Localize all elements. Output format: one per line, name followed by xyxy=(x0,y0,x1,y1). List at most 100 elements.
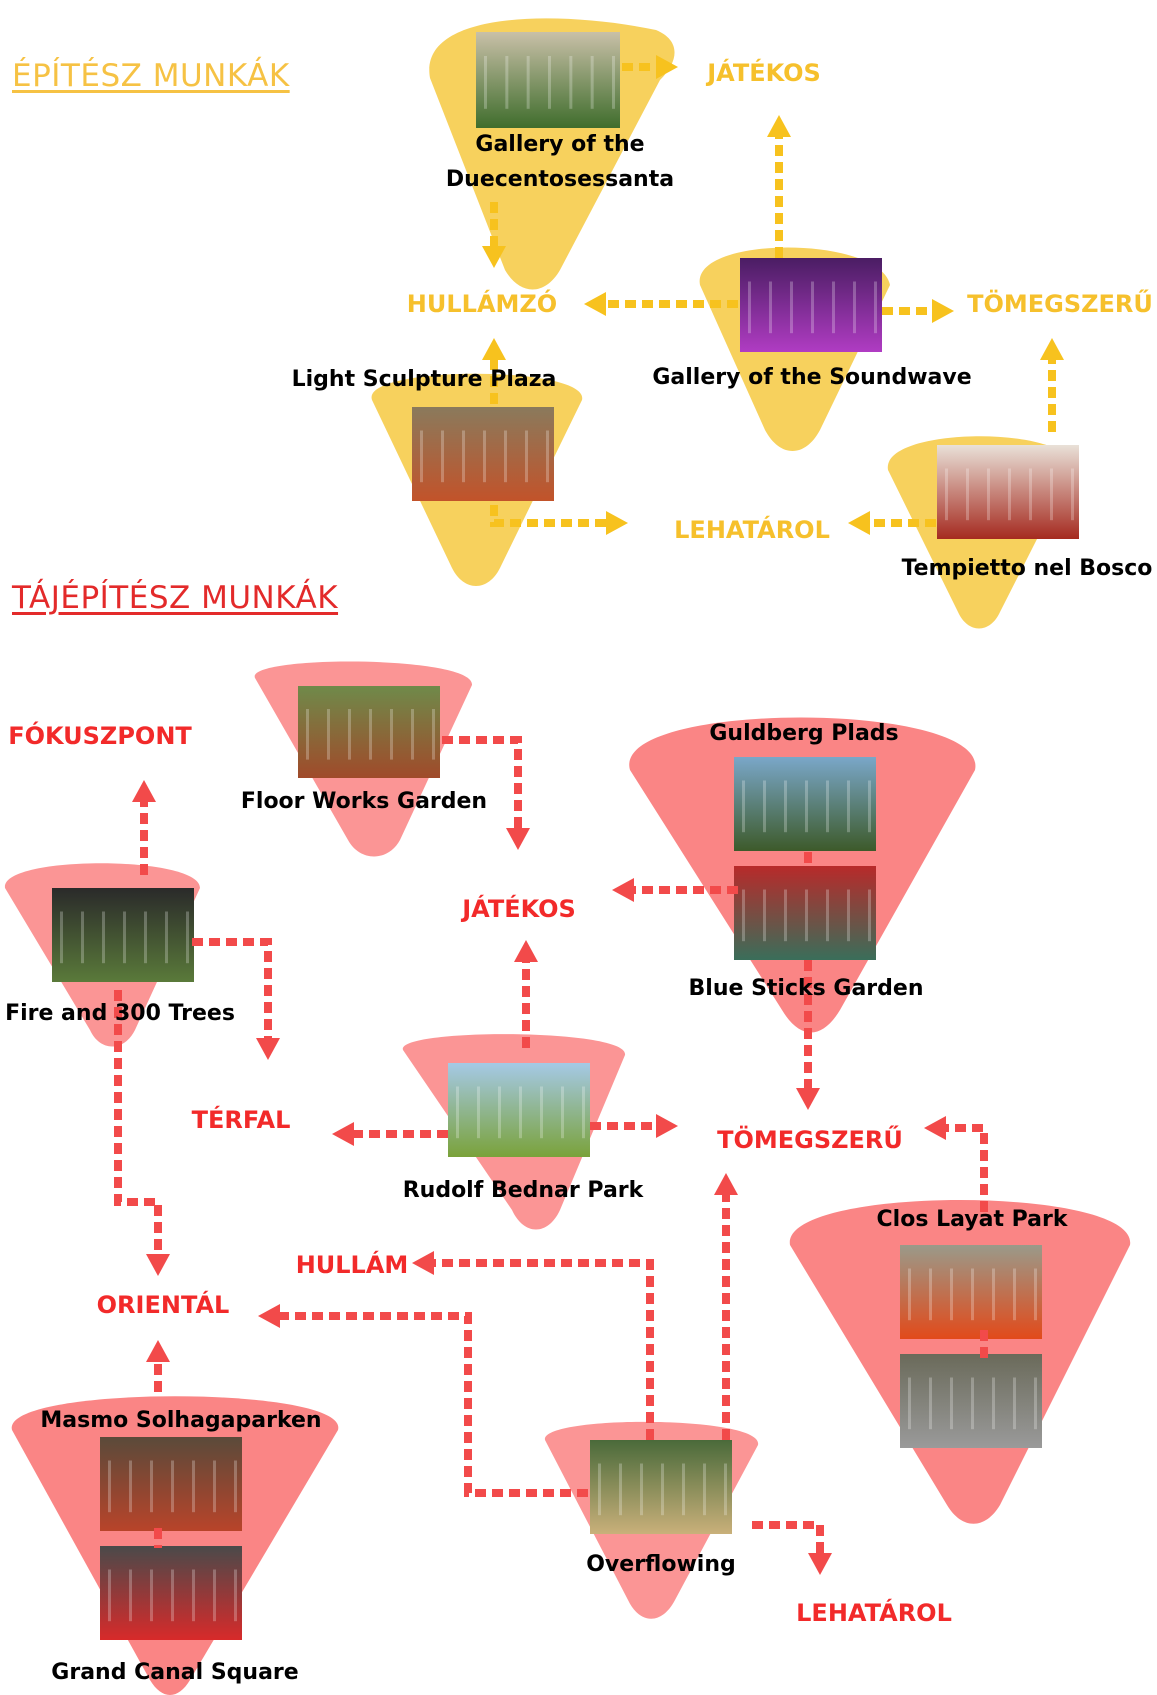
photo-detail xyxy=(742,780,745,833)
photo-detail xyxy=(847,889,850,942)
arrow-overflowing-hullam xyxy=(412,1251,654,1440)
photo-detail xyxy=(369,709,372,760)
photo-detail xyxy=(234,1569,237,1622)
photo-detail xyxy=(929,1268,932,1321)
photo-detail xyxy=(661,1463,664,1516)
photo-detail xyxy=(929,1377,932,1430)
label-bluesticks: Blue Sticks Garden xyxy=(689,976,924,1001)
photo-detail xyxy=(186,911,189,964)
photo-icon xyxy=(298,686,440,778)
category-jatekos-arch: JÁTÉKOS xyxy=(705,58,821,87)
photo-detail xyxy=(847,780,850,833)
photo-detail xyxy=(192,1569,195,1622)
label-duecento-line2: Duecentosessanta xyxy=(446,167,674,192)
photo-detail xyxy=(525,430,528,483)
photo-detail xyxy=(144,911,147,964)
photo-detail xyxy=(945,468,948,521)
photo-icon xyxy=(476,32,620,128)
label-duecento-line1: Gallery of the xyxy=(475,132,644,157)
photo-icon xyxy=(734,866,876,960)
photo-detail xyxy=(411,709,414,760)
photo-detail xyxy=(826,889,829,942)
photo-detail xyxy=(992,1377,995,1430)
photo-detail xyxy=(1029,468,1032,521)
label-grandcanal: Grand Canal Square xyxy=(51,1660,298,1685)
photo-detail xyxy=(108,1569,111,1622)
category-tomegszeru-arch: TÖMEGSZERŰ xyxy=(967,288,1153,318)
photo-detail xyxy=(908,1268,911,1321)
photo-detail xyxy=(129,1569,132,1622)
photo-detail xyxy=(526,56,530,109)
photo-detail xyxy=(1034,1268,1037,1321)
photo-detail xyxy=(598,1463,601,1516)
label-soundwave: Gallery of the Soundwave xyxy=(652,365,971,390)
photo-detail xyxy=(811,281,814,334)
landscape-arrows xyxy=(114,736,988,1575)
photo-detail xyxy=(171,1569,174,1622)
grandcanal-photo xyxy=(100,1546,242,1640)
architecture-arrows xyxy=(482,55,1064,535)
photo-detail xyxy=(192,1460,195,1513)
shape-masmo xyxy=(11,1396,339,1695)
photo-detail xyxy=(742,889,745,942)
photo-detail xyxy=(612,56,615,109)
category-orientál: ORIENTÁL xyxy=(97,1290,230,1319)
photo-detail xyxy=(763,780,766,833)
photo-detail xyxy=(102,911,105,964)
photo-detail xyxy=(150,1569,153,1622)
arrow-overflowing-orientál xyxy=(258,1304,588,1497)
photo-detail xyxy=(569,56,573,109)
photo-detail xyxy=(420,430,423,483)
photo-detail xyxy=(971,1268,974,1321)
category-tomegszeru-land: TÖMEGSZERŰ xyxy=(717,1124,903,1154)
label-floorworks: Floor Works Garden xyxy=(241,789,487,814)
photo-detail xyxy=(390,709,393,760)
arrow-overflowing-lehatarol xyxy=(752,1521,832,1575)
category-jatekos-land: JÁTÉKOS xyxy=(460,894,576,923)
category-terfal: TÉRFAL xyxy=(192,1105,291,1134)
photo-detail xyxy=(868,889,871,942)
photo-detail xyxy=(805,780,808,833)
photo-detail xyxy=(441,430,444,483)
photo-icon xyxy=(100,1546,242,1640)
photo-detail xyxy=(81,911,84,964)
lightplaza-photo xyxy=(412,407,554,501)
photo-detail xyxy=(150,1460,153,1513)
fire300-photo xyxy=(52,888,194,982)
photo-detail xyxy=(505,56,509,109)
photo-detail xyxy=(432,709,435,760)
photo-detail xyxy=(826,780,829,833)
label-masmo: Masmo Solhagaparken xyxy=(40,1408,321,1433)
closlayat-photo1 xyxy=(900,1245,1042,1339)
label-overflowing: Overflowing xyxy=(586,1552,736,1577)
photo-detail xyxy=(805,889,808,942)
photo-detail xyxy=(483,430,486,483)
photo-detail xyxy=(462,430,465,483)
photo-icon xyxy=(448,1063,590,1157)
photo-detail xyxy=(519,1086,522,1139)
photo-detail xyxy=(108,1460,111,1513)
photo-detail xyxy=(327,709,330,760)
duecento-photo xyxy=(476,32,620,128)
photo-detail xyxy=(456,1086,459,1139)
floorworks-photo xyxy=(298,686,440,778)
photo-icon xyxy=(937,445,1079,539)
photo-detail xyxy=(171,1460,174,1513)
photo-detail xyxy=(784,889,787,942)
closlayat-photo2 xyxy=(900,1354,1042,1448)
photo-detail xyxy=(971,1377,974,1430)
photo-detail xyxy=(832,281,835,334)
photo-detail xyxy=(784,780,787,833)
masmo-photo xyxy=(100,1437,242,1531)
photo-detail xyxy=(790,281,793,334)
overflowing-photo xyxy=(590,1440,732,1534)
photo-detail xyxy=(546,430,549,483)
category-hullamzo-arch: HULLÁMZÓ xyxy=(407,288,557,318)
photo-detail xyxy=(123,911,126,964)
photo-detail xyxy=(1013,1377,1016,1430)
photo-detail xyxy=(703,1463,706,1516)
photo-detail xyxy=(348,709,351,760)
photo-detail xyxy=(504,430,507,483)
photo-detail xyxy=(682,1463,685,1516)
